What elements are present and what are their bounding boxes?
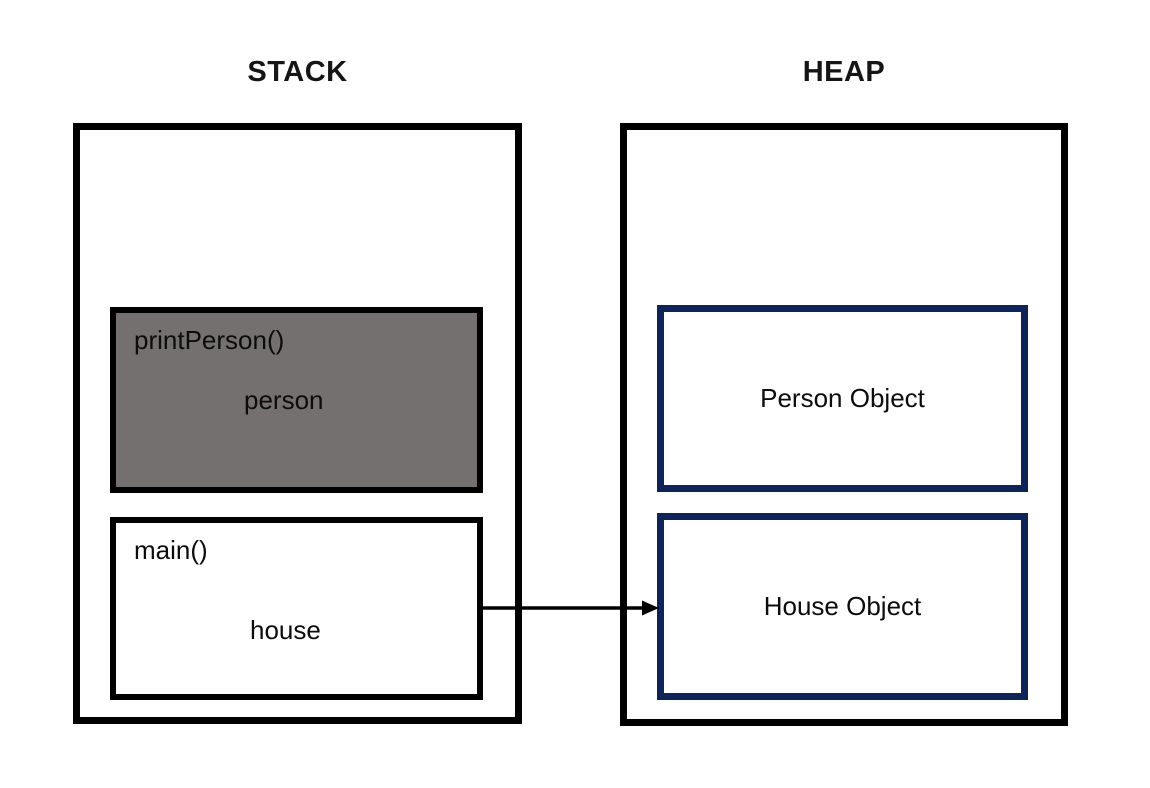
heap-container	[620, 123, 1068, 726]
stack-container	[73, 123, 522, 724]
frame-name-main: main()	[134, 535, 208, 565]
heap-title: HEAP	[802, 56, 886, 88]
stack-frame-main: main() house	[110, 517, 483, 700]
frame-name-printperson: printPerson()	[134, 325, 285, 355]
frame-variable-person: person	[244, 385, 324, 415]
stack-title: STACK	[247, 56, 348, 88]
heap-object-person: Person Object	[657, 305, 1028, 492]
stack-frame-printperson: printPerson() person	[110, 307, 483, 493]
heap-object-person-label: Person Object	[760, 383, 925, 413]
heap-object-house-label: House Object	[763, 591, 922, 621]
heap-object-house: House Object	[657, 513, 1028, 700]
reference-arrow-icon	[483, 600, 659, 616]
frame-variable-house: house	[250, 615, 321, 645]
